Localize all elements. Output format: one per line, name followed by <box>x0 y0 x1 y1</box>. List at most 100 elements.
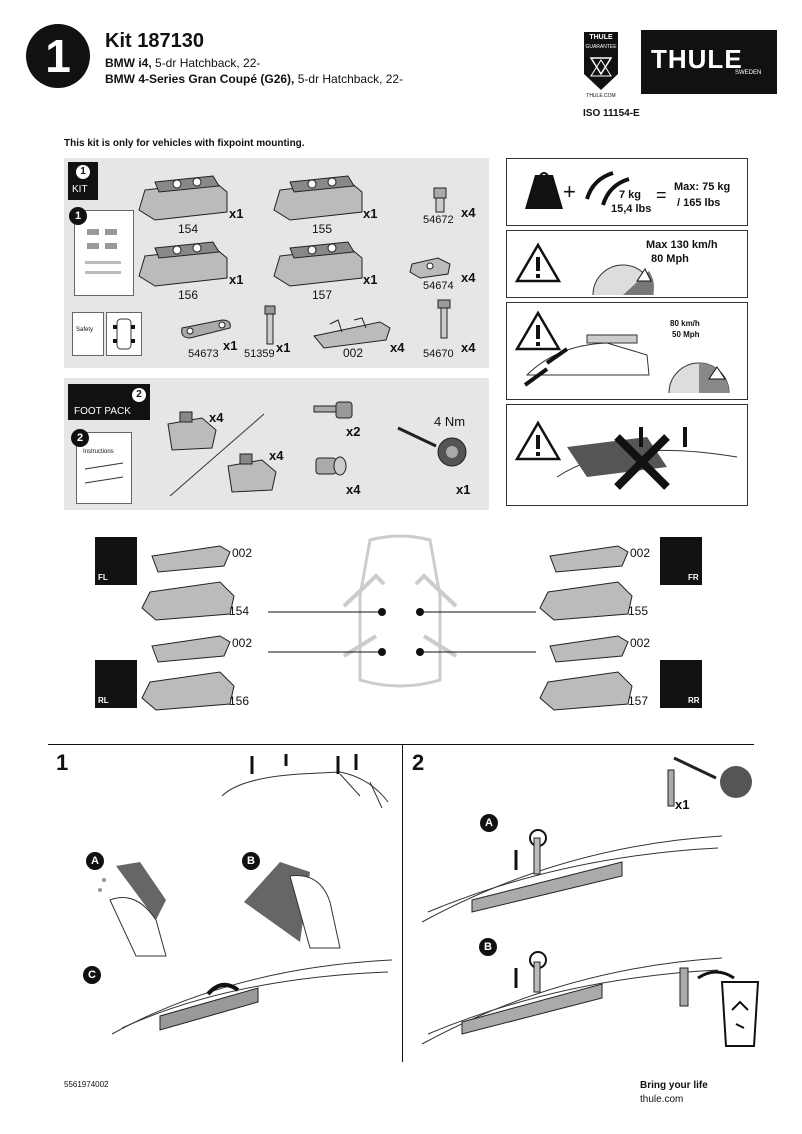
rl-label: RL <box>98 696 109 705</box>
part-qty-54673: x1 <box>223 338 238 353</box>
fixpoint-cover-icon <box>111 959 393 1035</box>
key-qty: x2 <box>346 424 361 439</box>
part-qty-156: x1 <box>229 272 244 287</box>
step-2-number: 2 <box>412 750 425 775</box>
speed-2-mph: 50 Mph <box>672 330 700 339</box>
roof-fixpoints-icon <box>221 754 389 809</box>
bolt-51359-icon <box>264 305 276 345</box>
iso-label: ISO 11154-E <box>583 108 640 119</box>
foot-bracket-154-icon <box>138 175 228 221</box>
car-wind-icon <box>523 334 650 387</box>
part-qty-54670: x4 <box>461 340 476 355</box>
seal-top-text: THULE <box>589 34 613 41</box>
max-load: Max: 75 kg <box>674 181 731 193</box>
part-code-157: 157 <box>312 288 333 302</box>
part-qty-157: x1 <box>363 272 378 287</box>
part-code-002: 002 <box>343 346 364 360</box>
key-icon <box>313 401 353 419</box>
kit-title: Kit 187130 <box>105 30 204 52</box>
warning-triangle-icon-2 <box>514 310 562 351</box>
step-2a-badge: A <box>480 814 498 832</box>
car-speed-warning-box: 80 km/h 50 Mph <box>506 302 748 400</box>
part-qty-154: x1 <box>229 206 244 221</box>
vehicle-2-body: 5-dr Hatchback, 22- <box>297 72 404 86</box>
part-code-54673: 54673 <box>188 348 219 360</box>
seal-shape-icon <box>584 32 618 90</box>
kit-booklet-num: 1 <box>69 207 87 225</box>
steps-divider-vertical <box>402 744 403 1062</box>
rl-assembly-icon <box>141 635 235 711</box>
weight-icon <box>525 172 563 209</box>
rl-foot: 156 <box>229 694 250 708</box>
screw-54672-icon <box>433 187 447 213</box>
rr-pad: 002 <box>630 636 651 650</box>
doc-number: 5561974002 <box>64 1080 109 1089</box>
speed-max: Max 130 km/h <box>646 239 718 251</box>
fl-pad: 002 <box>232 546 253 560</box>
wiping-cloth-icon <box>244 862 341 949</box>
fr-label: FR <box>688 573 699 582</box>
vehicle-line-2: BMW 4-Series Gran Coupé (G26), 5-dr Hatc… <box>105 72 403 86</box>
vehicle-1-body: 5-dr Hatchback, 22- <box>155 56 261 70</box>
speed-mph: 80 Mph <box>651 253 689 265</box>
vehicle-line-1: BMW i4, 5-dr Hatchback, 22- <box>105 56 260 70</box>
vehicle-2-model: BMW 4-Series Gran Coupé (G26), <box>105 72 295 86</box>
no-lift-warning-box <box>506 404 748 506</box>
instructions-booklet: 2 Instructions <box>71 429 132 504</box>
rr-assembly-icon <box>539 635 633 711</box>
bolt-remove-icon <box>421 951 723 1045</box>
step-1-number: 1 <box>56 750 69 775</box>
instructions-booklet-num: 2 <box>71 429 89 447</box>
fr-foot: 155 <box>628 604 649 618</box>
foot-bracket-157-icon <box>273 241 363 287</box>
step-1b-badge: B <box>242 852 260 870</box>
speed-warning-box: Max 130 km/h 80 Mph <box>506 230 748 298</box>
part-qty-155: x1 <box>363 206 378 221</box>
step-number-badge: 1 <box>26 24 90 88</box>
equals-sign: = <box>656 185 667 205</box>
cleaning-hand-icon <box>98 862 167 957</box>
safety-booklet: Safety <box>72 312 104 356</box>
fl-position-badge: FL <box>95 537 137 585</box>
tool-qty: x1 <box>456 482 471 497</box>
footer-website[interactable]: thule.com <box>640 1094 684 1105</box>
part-qty-54674: x4 <box>461 270 476 285</box>
speedometer-icon <box>592 264 654 296</box>
seal-bottom-text: THULE.COM <box>586 93 616 99</box>
step-2-bolt-qty: x1 <box>675 797 690 812</box>
rr-foot: 157 <box>628 694 649 708</box>
thule-logo-sub: SWEDEN <box>735 70 762 76</box>
lock-qty: x4 <box>346 482 361 497</box>
vehicle-1-model: BMW i4, <box>105 56 152 70</box>
speed-2-kmh: 80 km/h <box>670 319 700 328</box>
part-code-54670: 54670 <box>423 348 454 360</box>
fr-pad: 002 <box>630 546 651 560</box>
foot-pack-badge: 2 FOOT PACK <box>68 384 150 420</box>
tbolt-54670-icon <box>437 299 451 339</box>
foot-unit-2-qty: x4 <box>269 448 284 463</box>
fixpoint-notice: This kit is only for vehicles with fixpo… <box>64 138 305 149</box>
fl-foot: 154 <box>229 604 250 618</box>
warning-triangle-icon <box>514 242 562 283</box>
max-load-lbs: / 165 lbs <box>677 197 721 209</box>
plus-sign: + <box>563 179 576 204</box>
diagonal-divider-line <box>169 413 265 497</box>
part-qty-54672: x4 <box>461 205 476 220</box>
position-leader-lines <box>268 611 536 653</box>
fl-label: FL <box>98 573 108 582</box>
no-lift-roof-icon <box>556 427 738 490</box>
kit-booklet-diagram-icon <box>85 229 121 274</box>
kit-badge-label: KIT <box>72 184 88 195</box>
thule-logo-text: THULE <box>651 44 743 74</box>
bar-weight: 7 kg <box>619 189 642 201</box>
part-code-51359: 51359 <box>244 348 275 360</box>
foot-bracket-156-icon <box>138 241 228 287</box>
part-code-155: 155 <box>312 222 333 236</box>
car-topview-icon <box>113 318 135 350</box>
bar-weight-lbs: 15,4 lbs <box>611 203 652 215</box>
part-code-54674: 54674 <box>423 280 454 292</box>
fl-assembly-icon <box>141 545 235 621</box>
warning-triangle-icon-3 <box>514 420 562 461</box>
part-qty-51359: x1 <box>276 340 291 355</box>
fr-position-badge: FR <box>660 537 702 585</box>
